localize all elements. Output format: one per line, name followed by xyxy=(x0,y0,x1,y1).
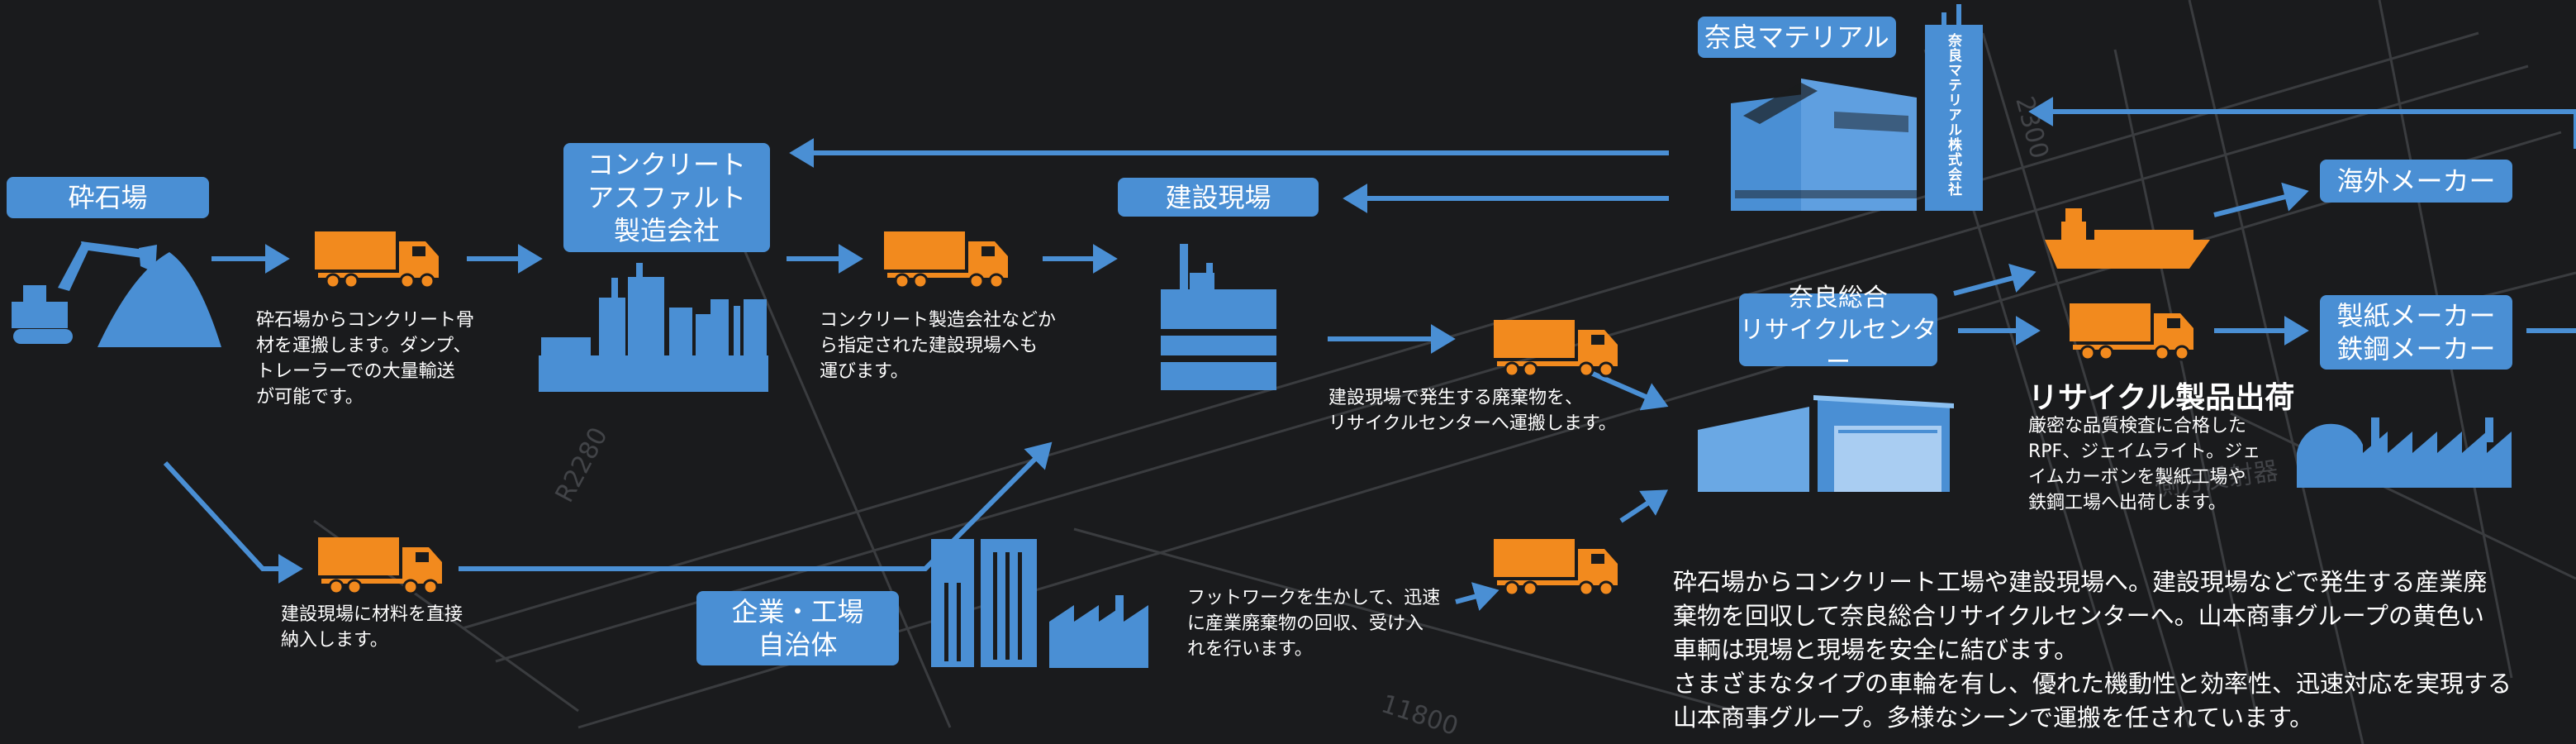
desc-recycle-products: 厳密な品質検査に合格した RPF、ジェイムライト。ジェ イムカーボンを製紙工場や… xyxy=(2028,416,2261,513)
building-sign: 奈良マテリアル株式会社 xyxy=(1945,33,1961,197)
arrow-icon xyxy=(1953,264,2037,296)
node-construction-site: 建設現場 xyxy=(1118,178,1319,217)
node-nara-material: 奈良マテリアル xyxy=(1698,17,1896,58)
arrow-icon xyxy=(1619,489,1669,523)
small-factory-icon xyxy=(1049,595,1148,668)
svg-text:11800: 11800 xyxy=(1378,689,1462,742)
truck-icon xyxy=(313,230,440,289)
svg-text:R2280: R2280 xyxy=(550,422,614,507)
node-companies: 企業・工場 自治体 xyxy=(696,591,899,665)
node-nara-recycle-center: 奈良総合 リサイクルセンター xyxy=(1739,283,1937,377)
arrow-icon xyxy=(2213,182,2309,217)
truck-icon xyxy=(1492,537,1619,597)
summary-text: 砕石場からコンクリート工場や建設現場へ。建設現場などで発生する産業廃 棄物を回収… xyxy=(1673,568,2512,732)
desc-quarry-to-plant: 砕石場からコンクリート骨 材を運搬します。ダンプ、 トレーラーでの大量輸送 が可… xyxy=(256,310,475,408)
steel-mill-icon xyxy=(2297,417,2512,488)
office-building-icon xyxy=(931,539,1037,667)
desc-quarry-direct: 建設現場に材料を直接 納入します。 xyxy=(281,604,463,651)
arrow-icon xyxy=(163,460,303,584)
arrow-icon xyxy=(1455,582,1499,611)
recycle-plant-icon xyxy=(1731,4,1983,211)
flow-arrows xyxy=(163,97,2576,611)
blueprint-background xyxy=(313,0,2576,744)
node-overseas-maker: 海外メーカー xyxy=(2320,160,2512,203)
desc-footwork: フットワークを生かして、迅速 に産業廃棄物の回収、受け入 れを行います。 xyxy=(1187,588,1441,660)
node-paper-steel-maker: 製紙メーカー 鉄鋼メーカー xyxy=(2320,295,2512,370)
svg-text:2300: 2300 xyxy=(2009,93,2054,162)
truck-icon xyxy=(1492,318,1619,378)
warehouse-icon xyxy=(1698,395,1954,492)
truck-icon xyxy=(316,536,444,595)
node-concrete-plant: コンクリート アスファルト 製造会社 xyxy=(563,143,770,252)
arrow-icon xyxy=(2028,97,2576,149)
desc-site-waste: 建設現場で発生する廃棄物を、 リサイクルセンターへ運搬します。 xyxy=(1328,388,1617,434)
factory-icon xyxy=(539,263,768,392)
truck-icon xyxy=(2068,302,2195,361)
arrow-icon xyxy=(459,441,1053,571)
ship-icon xyxy=(2045,208,2210,269)
node-quarry: 砕石場 xyxy=(7,177,209,218)
construction-building-icon xyxy=(1161,244,1276,390)
truck-icon xyxy=(882,230,1010,289)
recycle-products-title: リサイクル製品出荷 xyxy=(2028,381,2295,415)
excavator-icon xyxy=(12,241,221,347)
arrow-icon xyxy=(1578,365,1669,411)
desc-plant-to-site: コンクリート製造会社などか ら指定された建設現場へも 運びます。 xyxy=(820,310,1057,382)
